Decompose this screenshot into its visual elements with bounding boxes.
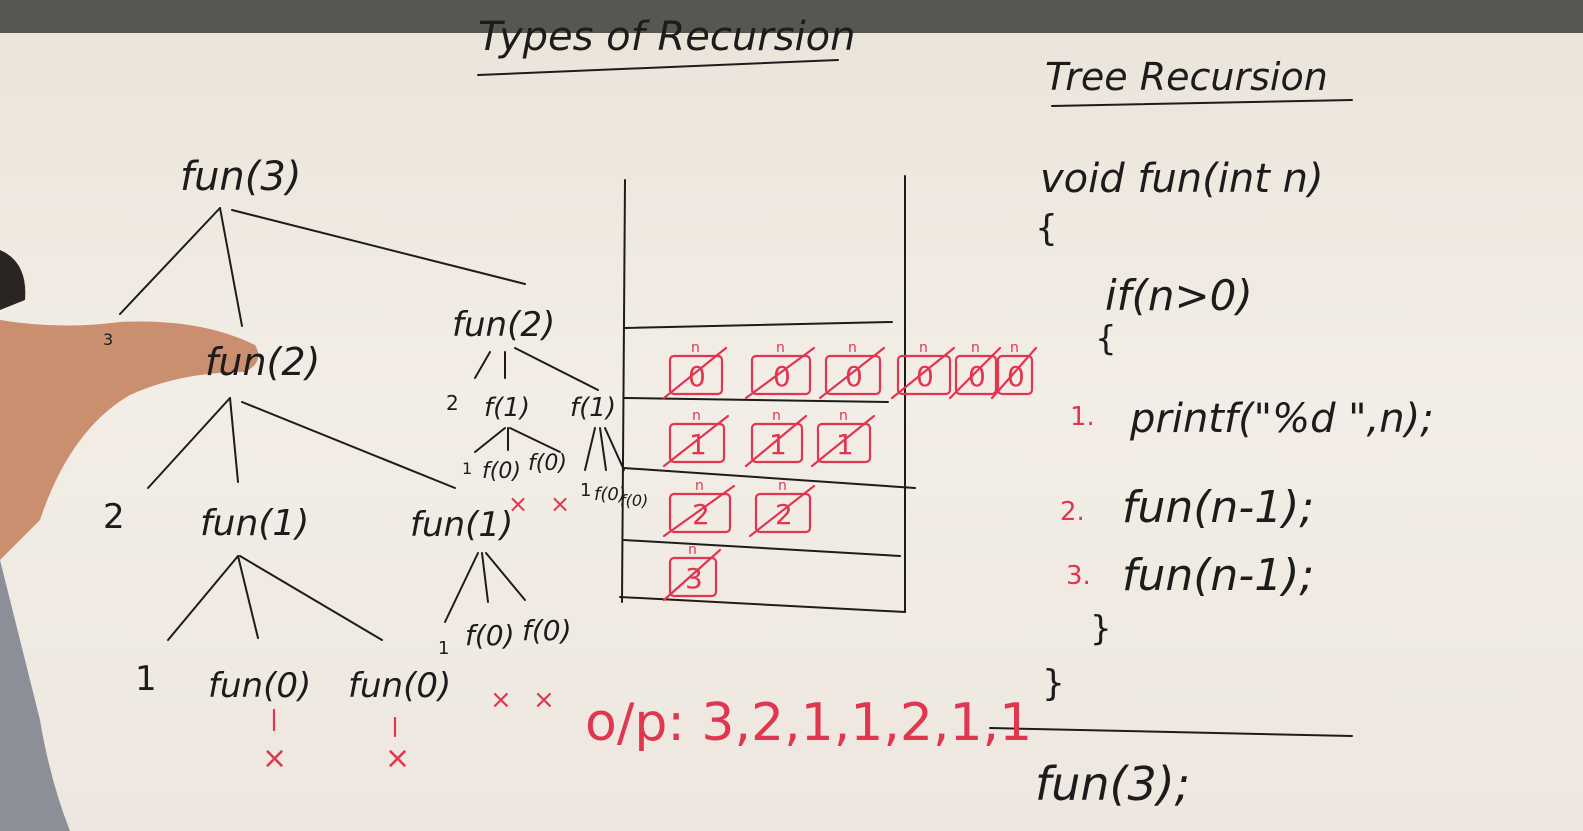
code-condition: if(n>0): [1105, 271, 1253, 320]
code-line3: fun(n-1);: [1122, 550, 1314, 601]
stack-frame-value: 0: [1007, 360, 1025, 393]
tree-r4-print: 1: [438, 638, 449, 659]
stack-frame-box: [668, 492, 732, 534]
stack-frame-var-label: n: [839, 408, 848, 424]
code-line2: fun(n-1);: [1122, 482, 1314, 533]
stack-frame-strike: [744, 414, 808, 468]
tree-l1-right: fun(2): [452, 305, 555, 345]
code-signature: void fun(int n): [1040, 156, 1324, 202]
tree-cross-3: ×: [508, 490, 528, 518]
code-close-brace: }: [1042, 663, 1065, 704]
code-line3-number: 3.: [1066, 561, 1091, 591]
stack-frame-var-label: n: [691, 340, 700, 356]
tree-r3b-print: 1: [580, 480, 591, 501]
tree-l3-left: fun(0): [208, 666, 311, 706]
stack-frame-box: [668, 354, 724, 396]
tree-r3a-print: 1: [462, 459, 472, 478]
tree-root: fun(3): [180, 154, 301, 200]
stack-frame-box: [824, 354, 882, 396]
recursion-tree: fun(3) 3 fun(2) 2 fun(1) 1 fun(0) fun(0)…: [103, 154, 648, 776]
stack-frame-strike: [818, 346, 886, 400]
stack-frame-box: [750, 354, 812, 396]
code-inner-close: }: [1090, 609, 1112, 649]
code-call: fun(3);: [1035, 757, 1190, 811]
tree-r2-left: f(1): [484, 393, 530, 423]
tree-cross-1: ×: [262, 741, 287, 776]
tree-l1-left: fun(2): [205, 340, 320, 384]
stack-frame-strike: [990, 346, 1038, 400]
tree-l3-right: fun(0): [348, 666, 451, 706]
code-inner-open: {: [1095, 319, 1117, 359]
stack-frame-var-label: n: [692, 408, 701, 424]
stack-frame-var-label: n: [778, 478, 787, 494]
stack-frame-var-label: n: [776, 340, 785, 356]
stack-frame-strike: [662, 414, 730, 468]
tree-r2-right: f(1): [570, 393, 616, 423]
stack-frame-var-label: n: [772, 408, 781, 424]
stack-frame-box: [896, 354, 952, 396]
whiteboard: [0, 33, 1583, 831]
stack-frame-strike: [890, 346, 956, 400]
tree-l2-right: fun(1): [410, 505, 513, 545]
stack-frame-box: [668, 556, 718, 598]
tree-l2-left: fun(1): [200, 503, 309, 544]
tree-r4-right: f(0): [522, 614, 572, 647]
tree-r2-print: 2: [446, 391, 459, 415]
stack-frame-strike: [744, 346, 816, 400]
stack-frame-strike: [662, 346, 728, 400]
stack-frame-var-label: n: [919, 340, 928, 356]
stack-frame-var-label: n: [971, 340, 980, 356]
tree-l3-print: 1: [135, 659, 157, 699]
tree-r3a-right: f(0): [528, 451, 567, 476]
stack-frame-box: [754, 492, 812, 534]
stack-frame-strike: [662, 548, 722, 602]
tree-cross-5: ×: [490, 685, 512, 715]
stack-frame-box: [816, 422, 872, 464]
tree-r3a-left: f(0): [482, 459, 521, 484]
tree-cross-6: ×: [533, 685, 555, 715]
tree-l2-print: 2: [103, 497, 125, 537]
presenter-arm: [0, 250, 259, 831]
code-divider: [989, 727, 1353, 737]
tree-r3b-right: f(0): [620, 491, 648, 510]
stack-frame-box: [954, 354, 998, 396]
tree-r3b-left: f(0): [594, 484, 626, 505]
code-line2-number: 2.: [1060, 497, 1085, 527]
code-line1-number: 1.: [1070, 402, 1095, 432]
call-stack: [619, 175, 916, 613]
tree-cross-2: ×: [385, 741, 410, 776]
tree-cross-4: ×: [550, 490, 570, 518]
tree-r4-left: f(0): [465, 619, 515, 652]
stack-frame-var-label: n: [848, 340, 857, 356]
stack-frame-value: 0: [968, 360, 986, 393]
stack-frame-var-label: n: [688, 542, 697, 558]
output-text: o/p: 3,2,1,1,2,1,1: [585, 693, 1032, 753]
stack-frame-strike: [810, 414, 876, 468]
page-title: Types of Recursion: [478, 14, 855, 60]
stack-frame-var-label: n: [695, 478, 704, 494]
code-title-underline: [1051, 99, 1353, 107]
video-top-bar: [0, 0, 1583, 33]
stack-frame-box: [750, 422, 804, 464]
code-open-brace: {: [1035, 208, 1058, 249]
code-line1: printf("%d ",n);: [1129, 396, 1434, 442]
title-underline: [477, 59, 839, 76]
stack-frame-box: [996, 354, 1034, 396]
stack-frame-var-label: n: [1010, 340, 1019, 356]
stack-frame-box: [668, 422, 726, 464]
tree-l1-print: 3: [103, 330, 113, 349]
stack-frame-strike: [948, 346, 1002, 400]
stack-frame-strike: [662, 484, 736, 538]
code-title: Tree Recursion: [1045, 55, 1328, 99]
stack-frame-strike: [748, 484, 816, 538]
